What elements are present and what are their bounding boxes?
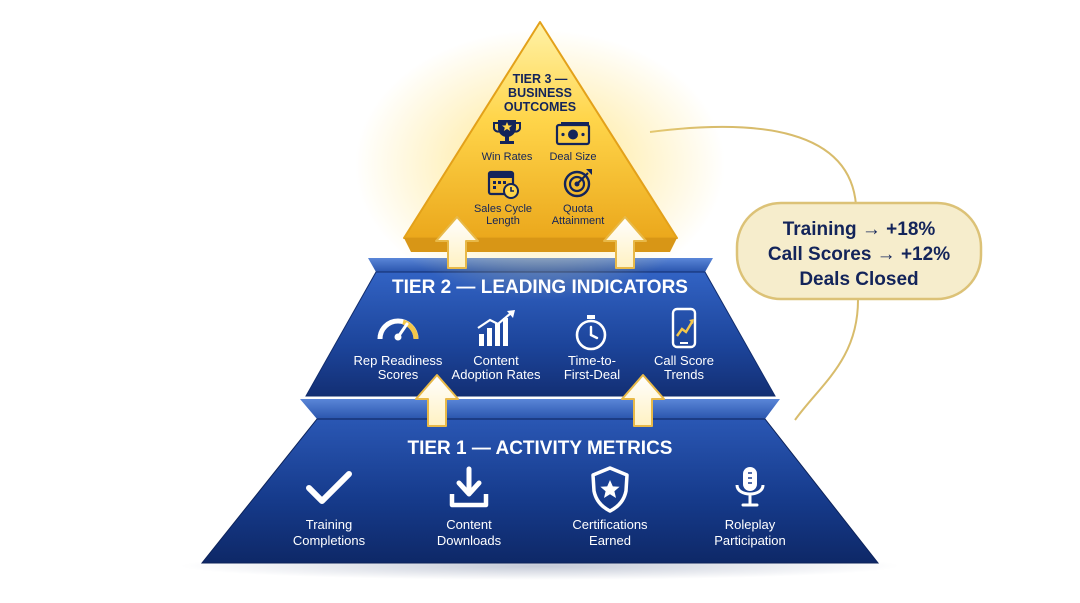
checkmark-icon	[306, 471, 352, 504]
trophy-icon	[492, 120, 522, 144]
tier3-title-line: BUSINESS	[508, 86, 572, 100]
tier1-item-label: Earned	[589, 533, 631, 548]
callout-line: Call Scores → +12%	[768, 244, 950, 265]
callout-box: Training → +18% Call Scores → +12% Deals…	[735, 201, 983, 301]
tier2-item-label: Content	[473, 353, 519, 368]
tier2-item-label: Trends	[664, 367, 704, 382]
tier1-item-label: Downloads	[437, 533, 502, 548]
arrow-up-icon	[603, 216, 647, 269]
tier3-block	[355, 21, 725, 300]
tier2-item-label: Rep Readiness	[354, 353, 443, 368]
tier2-item-label: Call Score	[654, 353, 714, 368]
tier2-item-label: First-Deal	[564, 367, 620, 382]
tier2-item-label: Time-to-	[568, 353, 616, 368]
microphone-icon	[735, 467, 765, 507]
tier3-item-label: Quota	[563, 203, 594, 215]
calendar-clock-icon	[487, 170, 519, 199]
tier1-title: TIER 1 — ACTIVITY METRICS	[408, 438, 673, 459]
tier3-item-label: Length	[486, 215, 520, 227]
tier3-item-label: Sales Cycle	[474, 203, 532, 215]
tier2-item-label: Scores	[378, 367, 419, 382]
phone-chart-icon	[671, 307, 697, 349]
tier3-title-line: OUTCOMES	[504, 100, 576, 114]
stopwatch-icon	[575, 315, 607, 351]
callout-line: Deals Closed	[799, 269, 918, 290]
callout-line: Training → +18%	[783, 219, 936, 240]
tier1-item-label: Completions	[293, 533, 366, 548]
arrow-up-icon	[621, 374, 665, 427]
tier2-title: TIER 2 — LEADING INDICATORS	[392, 277, 688, 298]
download-icon	[449, 466, 489, 508]
tier3-item-label: Deal Size	[549, 151, 596, 163]
money-icon	[555, 122, 591, 146]
shield-star-icon	[591, 466, 629, 513]
tier1-item-label: Roleplay	[725, 517, 776, 532]
tier1-item-label: Certifications	[572, 517, 648, 532]
bar-chart-trend-icon	[477, 310, 515, 346]
tier3-item-label: Attainment	[552, 215, 605, 227]
tier3-title-line: TIER 3 —	[513, 72, 568, 86]
tier1-item-label: Training	[306, 517, 352, 532]
tier1-block	[200, 399, 880, 564]
gauge-icon	[377, 318, 419, 341]
tier1-item-label: Participation	[714, 533, 786, 548]
target-icon	[563, 169, 592, 198]
arrow-up-icon	[435, 216, 479, 269]
tier2-item-label: Adoption Rates	[452, 367, 541, 382]
arrow-up-icon	[415, 374, 459, 427]
tier1-item-label: Content	[446, 517, 492, 532]
tier3-item-label: Win Rates	[482, 151, 533, 163]
